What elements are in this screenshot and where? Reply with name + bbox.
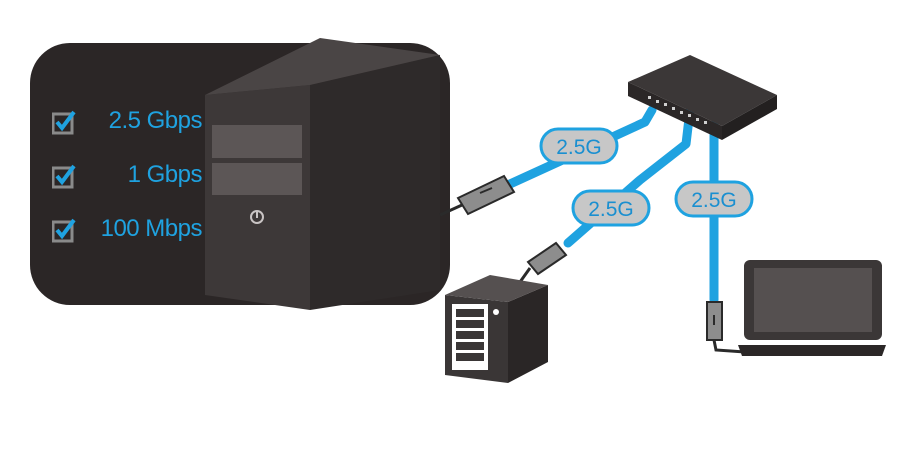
nas-server-icon — [445, 275, 548, 383]
speed-label: 1 Gbps — [127, 161, 203, 188]
adapter-icon — [706, 301, 723, 341]
checkbox-icon — [51, 218, 76, 243]
link-badge: 2.5G — [674, 180, 754, 218]
adapter-icon — [526, 241, 568, 276]
speed-label: 2.5 Gbps — [108, 107, 203, 134]
network-switch-icon — [628, 55, 777, 140]
link-label: 2.5G — [588, 198, 634, 221]
adapter-icon — [456, 174, 516, 216]
checkbox-icon — [51, 110, 76, 135]
link-label: 2.5G — [556, 136, 602, 159]
checkbox-icon — [51, 164, 76, 189]
speed-option-1-gbps: 1 Gbps — [51, 159, 203, 191]
link-badge: 2.5G — [571, 189, 651, 227]
link-label: 2.5G — [691, 189, 737, 212]
laptop-icon — [738, 260, 886, 356]
speed-option-100-mbps: 100 Mbps — [51, 213, 203, 245]
link-badge: 2.5G — [539, 127, 619, 165]
speed-option-2-5-gbps: 2.5 Gbps — [51, 105, 203, 137]
desktop-tower-icon — [205, 38, 440, 310]
speed-label: 100 Mbps — [100, 215, 203, 242]
